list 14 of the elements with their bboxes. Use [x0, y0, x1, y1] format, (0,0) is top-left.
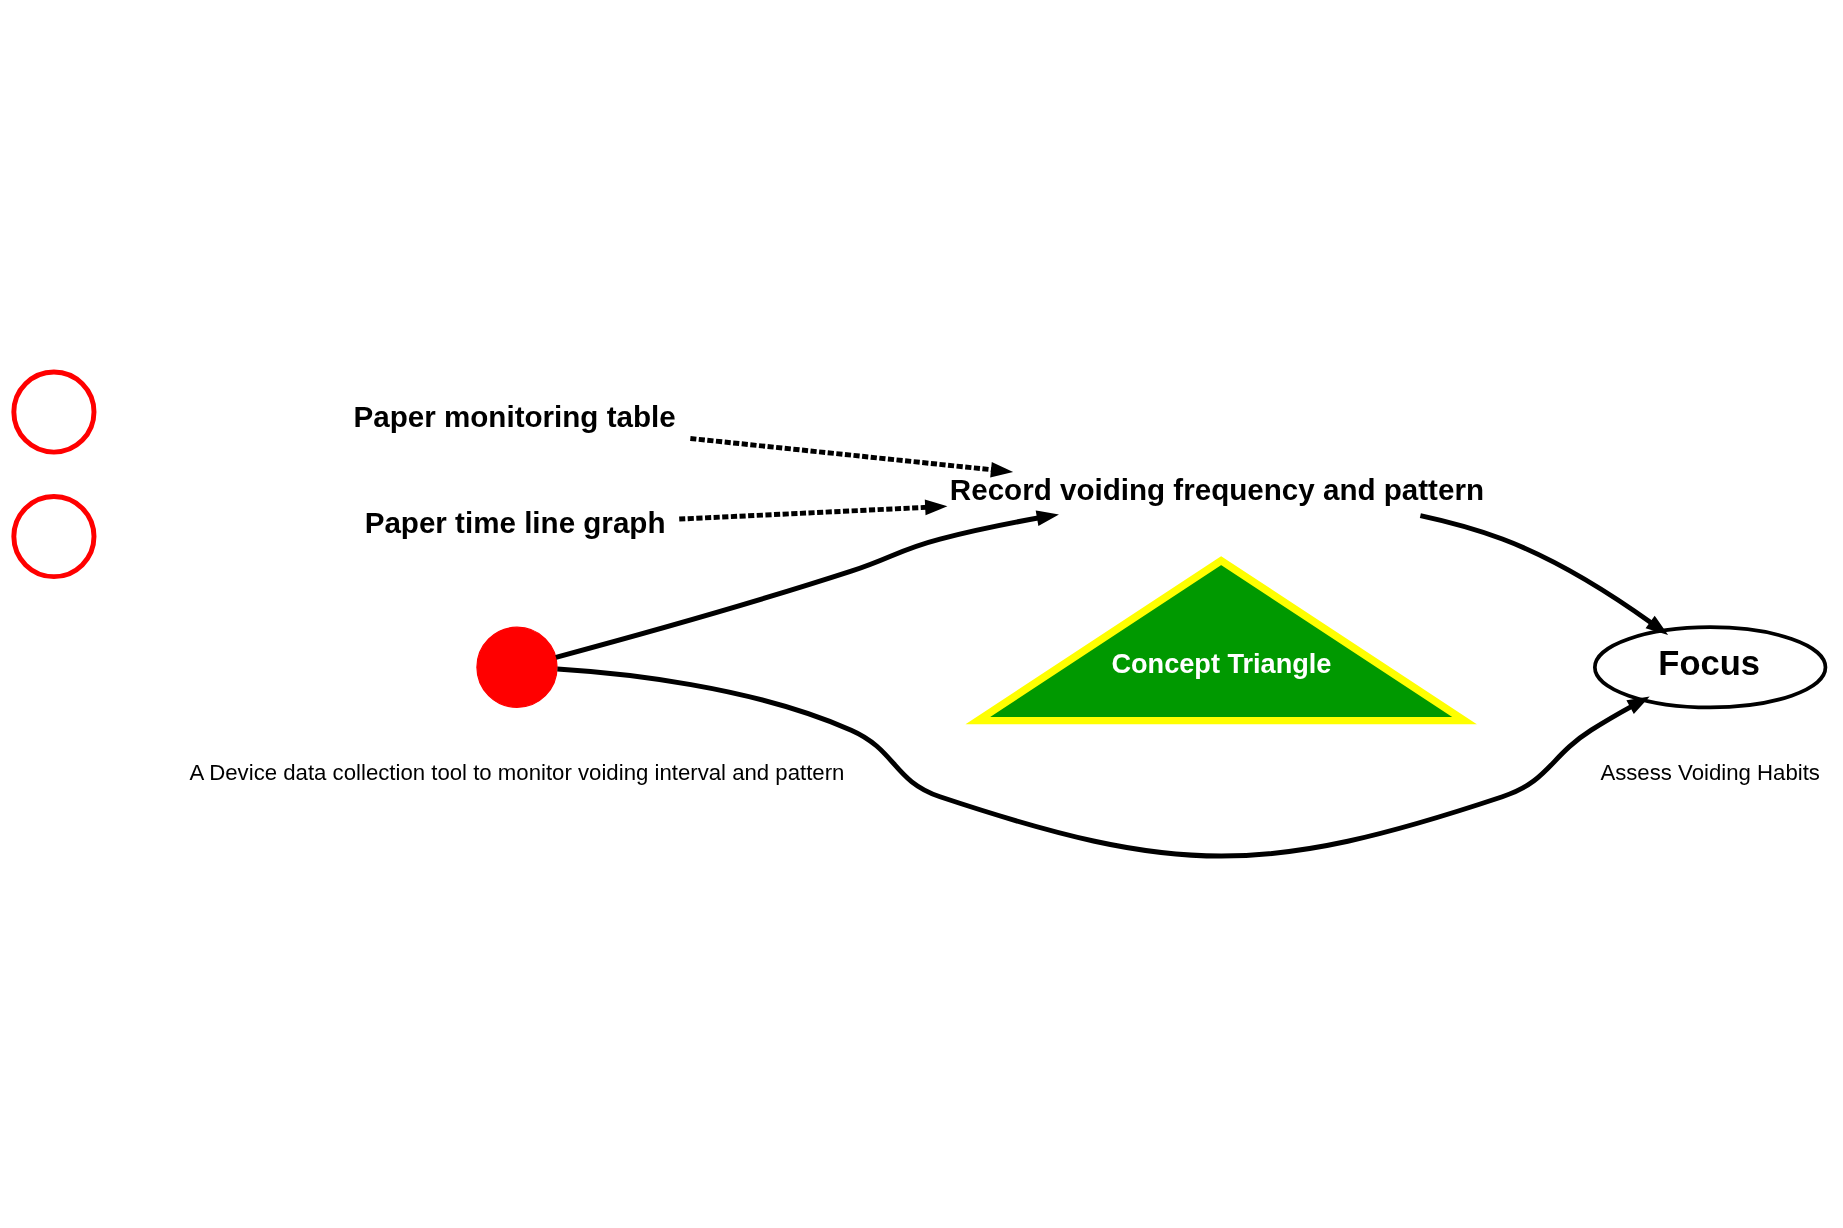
- node-label: A Device data collection tool to monitor voiding interval and pattern: [189, 760, 845, 786]
- node-circle: [476, 626, 558, 708]
- arrow: [690, 436, 1014, 478]
- node-text: Paper time line graph: [364, 506, 666, 540]
- node-circle: [11, 369, 97, 455]
- node-label: Assess Voiding Habits: [1600, 760, 1820, 786]
- arrow: [1419, 513, 1669, 636]
- node-circle: [11, 494, 97, 580]
- node-text: Record voiding frequency and pattern: [949, 472, 1485, 506]
- arrow: [555, 510, 1059, 660]
- node-ellipse: Focus: [1593, 625, 1828, 710]
- arrow: [679, 499, 948, 522]
- node-text: Paper monitoring table: [353, 400, 676, 434]
- arrow: [557, 666, 1650, 859]
